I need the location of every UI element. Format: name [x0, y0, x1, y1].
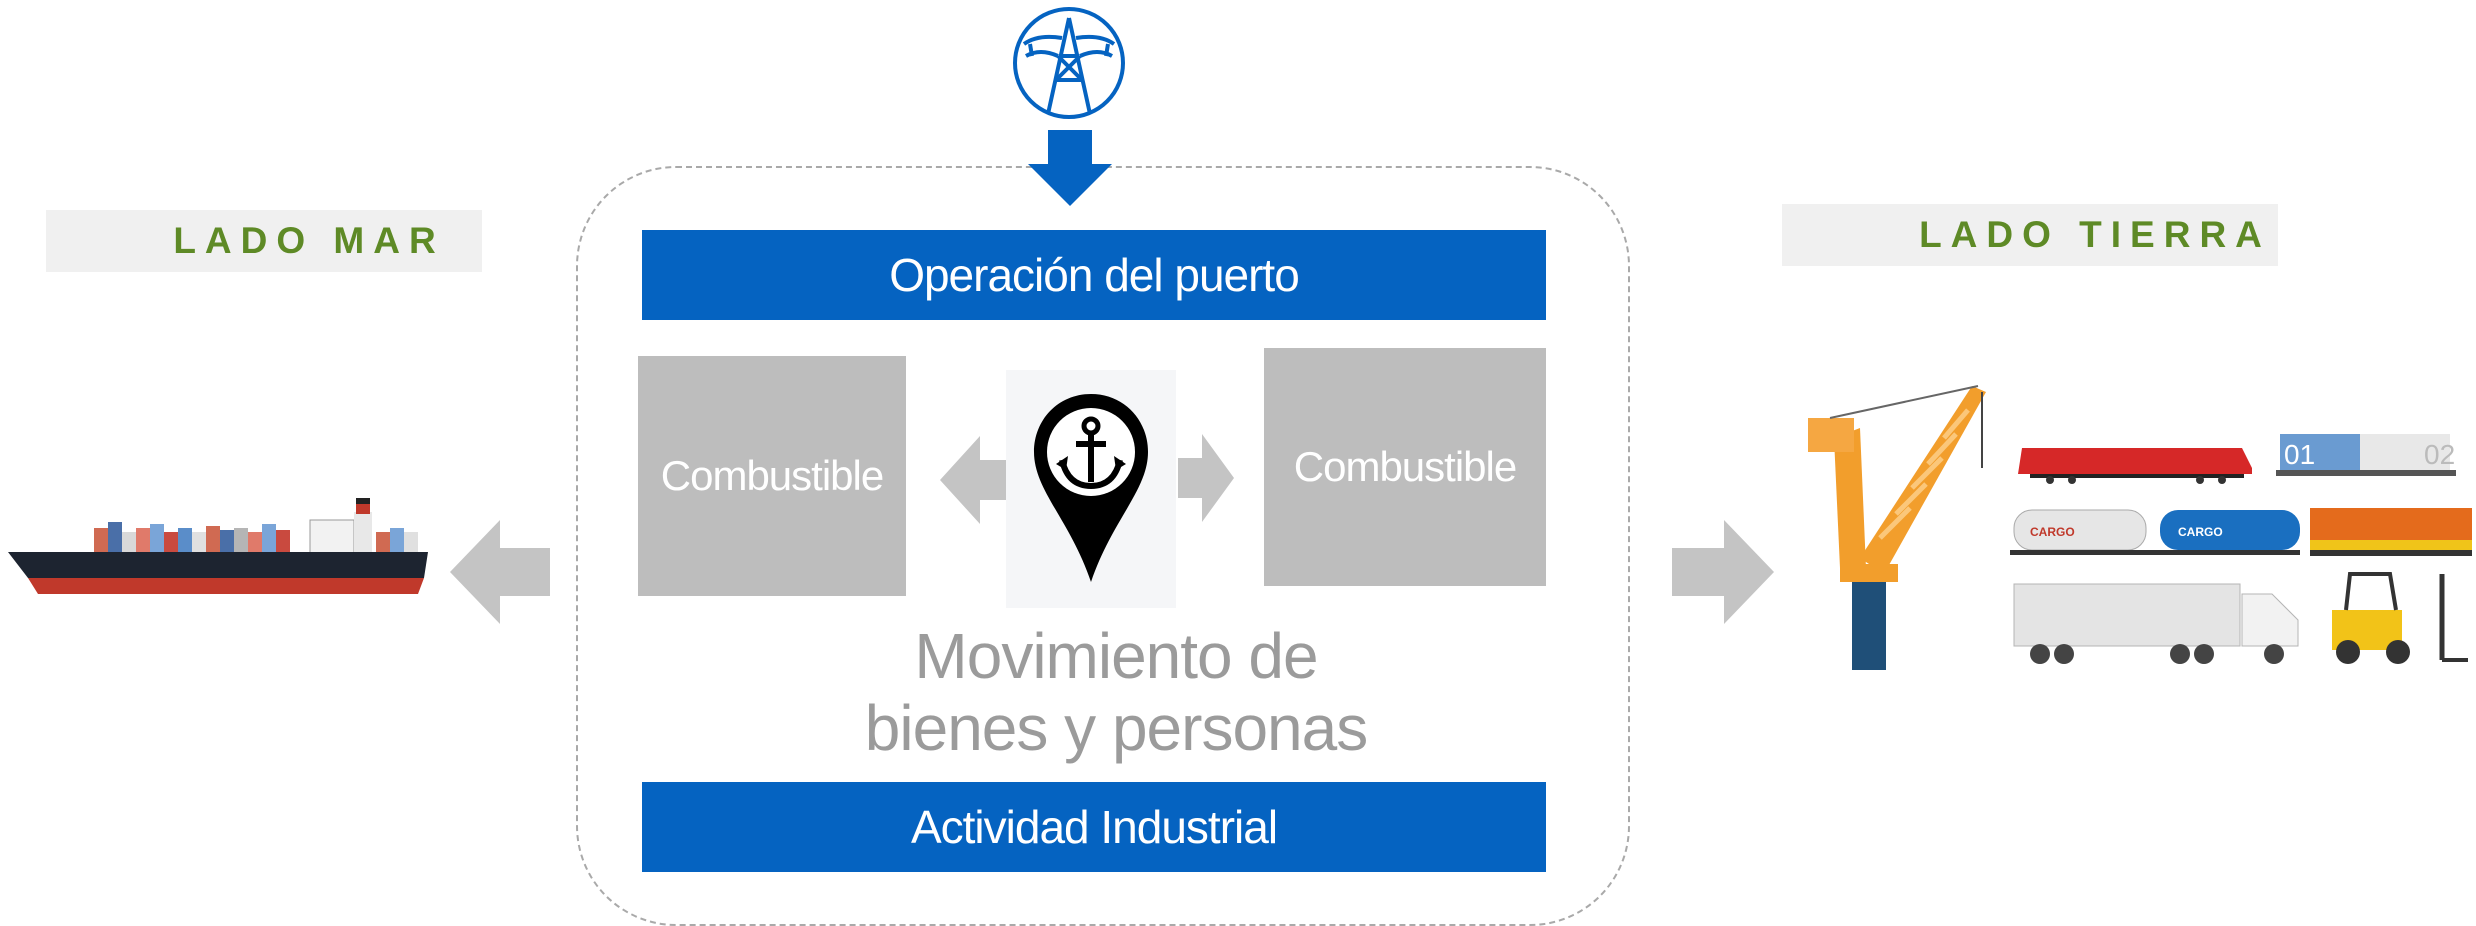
- port-operation-bar: Operación del puerto: [642, 230, 1546, 320]
- fuel-box-right: Combustible: [1264, 348, 1546, 586]
- port-operation-label: Operación del puerto: [889, 249, 1300, 301]
- anchor-location-pin-icon: [1030, 390, 1152, 586]
- movement-line-2: bienes y personas: [864, 692, 1368, 764]
- movement-line-1: Movimiento de: [914, 620, 1318, 692]
- fuel-box-left: Combustible: [638, 356, 906, 596]
- land-side-label: LADO TIERRA: [1782, 204, 2278, 266]
- tank-label-2: CARGO: [2178, 525, 2223, 539]
- arrow-to-land: [1672, 520, 1774, 624]
- sea-side-label: LADO MAR: [46, 210, 482, 272]
- container-ship-icon: [8, 498, 432, 608]
- power-tower-icon: [1010, 4, 1128, 122]
- container-number-01: 01: [2284, 439, 2315, 470]
- industrial-activity-bar: Actividad Industrial: [642, 782, 1546, 872]
- land-vehicles: 01 02 CARGO CARGO: [2010, 424, 2472, 668]
- arrow-to-sea: [450, 520, 550, 624]
- fuel-label-right: Combustible: [1293, 443, 1517, 490]
- port-crane-icon: [1800, 378, 1990, 674]
- container-number-02: 02: [2424, 439, 2455, 470]
- fuel-label-left: Combustible: [660, 452, 884, 499]
- movement-text: Movimiento de bienes y personas: [816, 620, 1416, 770]
- arrow-right-small: [1178, 434, 1234, 522]
- industrial-activity-label: Actividad Industrial: [910, 801, 1278, 853]
- down-arrow: [1028, 130, 1112, 206]
- arrow-left-small: [940, 436, 1006, 524]
- tank-label-1: CARGO: [2030, 525, 2075, 539]
